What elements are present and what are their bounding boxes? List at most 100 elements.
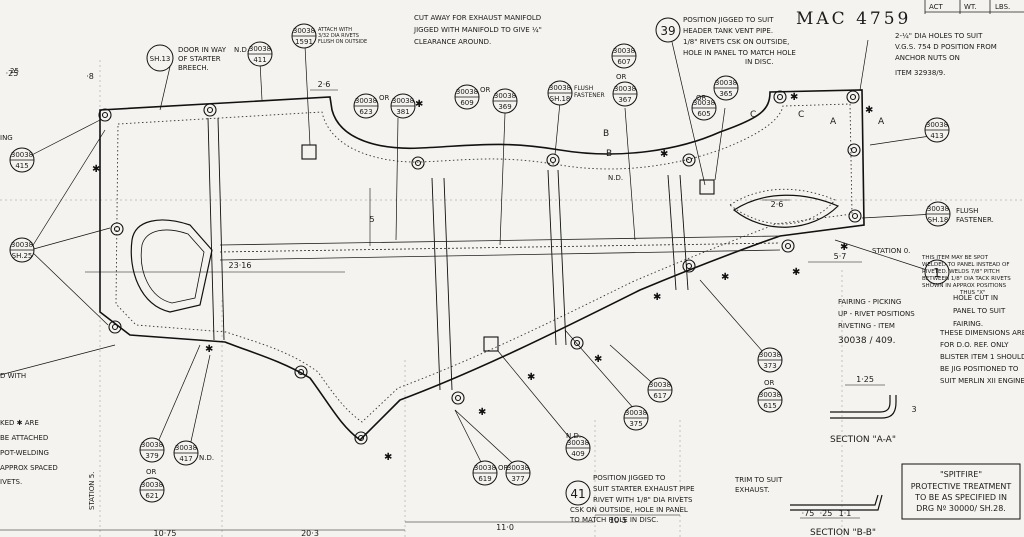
- svg-text:2-¼" DIA HOLES TO SUIT: 2-¼" DIA HOLES TO SUIT: [895, 32, 983, 40]
- svg-text:FLUSH: FLUSH: [574, 85, 593, 92]
- callout-369-bottom: 369: [498, 103, 511, 111]
- svg-text:ANCHOR NUTS ON: ANCHOR NUTS ON: [895, 54, 960, 62]
- callout-sh25-bottom: SH.25: [12, 252, 33, 260]
- note-attach: ATTACH WITH 3/32 DIA RIVETS FLUSH ON OUT…: [318, 27, 367, 45]
- callout-621-bottom: 621: [145, 492, 158, 500]
- or-label-4: OR: [616, 73, 627, 81]
- svg-text:✱: ✱: [594, 354, 602, 365]
- callout-375-bottom: 375: [629, 420, 642, 428]
- callout-381-bottom: 381: [396, 108, 409, 116]
- dim-26a: 2·6: [318, 80, 331, 89]
- svg-text:✱: ✱: [478, 407, 486, 418]
- callout-413-bottom: 413: [930, 132, 943, 140]
- dim-1075: 10·75: [154, 529, 177, 537]
- svg-text:FASTENER: FASTENER: [574, 92, 605, 99]
- svg-text:HOLE IN PANEL TO MATCH HOLE: HOLE IN PANEL TO MATCH HOLE: [683, 49, 796, 57]
- callout-411-top: 30038: [249, 45, 271, 53]
- nd-label-3: N.D.: [566, 432, 581, 440]
- svg-text:PANEL TO SUIT: PANEL TO SUIT: [953, 307, 1006, 315]
- svg-text:✱: ✱: [205, 344, 213, 355]
- callout-365-top: 30038: [715, 79, 737, 87]
- svg-text:✱: ✱: [790, 92, 798, 103]
- callout-1591-top: 30038: [293, 27, 315, 35]
- section-mark-c1: C: [750, 110, 756, 120]
- svg-text:KED ✱ ARE: KED ✱ ARE: [0, 419, 39, 427]
- or-label-1: OR: [696, 94, 707, 102]
- svg-text:HOLE CUT IN: HOLE CUT IN: [953, 294, 998, 302]
- svg-text:POT-WELDING: POT-WELDING: [0, 449, 49, 457]
- section-mark-b1: B: [603, 129, 609, 139]
- callout-dividers: [10, 35, 950, 491]
- svg-text:UP - RIVET POSITIONS: UP - RIVET POSITIONS: [838, 310, 915, 318]
- svg-text:SUIT MERLIN XII ENGINE: SUIT MERLIN XII ENGINE: [940, 377, 1024, 385]
- title-block-frame: [901, 463, 1021, 520]
- callout-379-bottom: 379: [145, 452, 158, 460]
- callout-607-bottom: 607: [617, 58, 630, 66]
- dimension-lines: [0, 89, 862, 531]
- callout-415-bottom: 415: [15, 162, 28, 170]
- callout-409-top: 30038: [567, 439, 589, 447]
- rev-col-act: ACT: [929, 3, 944, 11]
- svg-text:SHOWN IN APPROX POSITIONS: SHOWN IN APPROX POSITIONS: [922, 283, 1007, 289]
- svg-text:BETWEEN 1/8" DIA TACK RIVETS: BETWEEN 1/8" DIA TACK RIVETS: [922, 276, 1011, 282]
- svg-text:✱: ✱: [792, 267, 800, 278]
- title-block-name: "SPITFIRE": [940, 470, 982, 479]
- callout-615-bottom: 615: [763, 402, 776, 410]
- note-hole-cut: HOLE CUT IN PANEL TO SUIT FAIRING.: [953, 294, 1006, 328]
- note-dims: THESE DIMENSIONS ARE FOR D.O. REF. ONLY …: [939, 329, 1024, 385]
- callout-367-top: 30038: [614, 85, 636, 93]
- callout-sh25-top: 30038: [11, 241, 33, 249]
- svg-text:RIVET WITH 1/8" DIA RIVETS: RIVET WITH 1/8" DIA RIVETS: [593, 496, 693, 504]
- callout-623-top: 30038: [355, 97, 377, 105]
- svg-text:THUS "X": THUS "X": [959, 290, 986, 296]
- rivet-line: [115, 103, 853, 423]
- weld-marks: ✱✱✱ ✱✱✱ ✱✱✱ ✱✱✱ ✱✱: [92, 92, 873, 463]
- callout-379-top: 30038: [141, 441, 163, 449]
- title-block-line-1: PROTECTIVE TREATMENT: [911, 482, 1012, 491]
- section-mark-c2: C: [798, 110, 804, 120]
- callout-373-bottom: 373: [763, 362, 776, 370]
- callout-373-top: 30038: [759, 351, 781, 359]
- svg-text:TRIM TO SUIT: TRIM TO SUIT: [734, 476, 783, 484]
- callout-615-top: 30038: [759, 391, 781, 399]
- callout-sh18b-top: 30038: [927, 205, 949, 213]
- section-mark-a1: A: [830, 117, 837, 127]
- svg-text:FAIRING - PICKING: FAIRING - PICKING: [838, 298, 901, 306]
- fastener-holes: [98, 90, 862, 445]
- svg-text:BLISTER ITEM 1 SHOULD: BLISTER ITEM 1 SHOULD: [940, 353, 1024, 361]
- callout-417-bottom: 417: [179, 455, 192, 463]
- svg-text:FLUSH ON OUTSIDE: FLUSH ON OUTSIDE: [318, 39, 367, 45]
- leader-lines: [0, 39, 938, 471]
- callout-sh18a-top: 30038: [549, 84, 571, 92]
- callout-1591-bottom: 1591: [295, 38, 313, 46]
- dim-5: 5: [369, 215, 374, 224]
- callout-1: 1: [933, 266, 941, 280]
- section-aa-label: SECTION "A-A": [830, 435, 896, 445]
- drawing-number: MAC 4759: [796, 9, 911, 29]
- dim-57: 5·7: [834, 252, 847, 261]
- dim-25: ·25: [820, 509, 833, 518]
- rev-col-wt: WT.: [964, 3, 977, 11]
- svg-text:RIVETING - ITEM: RIVETING - ITEM: [838, 322, 895, 330]
- station-five-label: STATION 5.: [88, 472, 96, 510]
- svg-text:IN DISC.: IN DISC.: [745, 58, 774, 66]
- callout-621-top: 30038: [141, 481, 163, 489]
- svg-text:BREECH.: BREECH.: [178, 64, 209, 72]
- svg-text:SUIT STARTER EXHAUST PIPE: SUIT STARTER EXHAUST PIPE: [593, 485, 695, 493]
- svg-text:THIS ITEM MAY BE SPOT: THIS ITEM MAY BE SPOT: [921, 255, 989, 261]
- or-label-2: OR: [379, 94, 390, 102]
- svg-text:HEADER TANK VENT PIPE.: HEADER TANK VENT PIPE.: [683, 27, 773, 35]
- svg-text:✱: ✱: [721, 272, 729, 283]
- svg-text:✱: ✱: [840, 242, 848, 253]
- callout-39: 39: [660, 24, 675, 38]
- svg-text:TO MATCH HOLE IN DISC.: TO MATCH HOLE IN DISC.: [569, 516, 658, 524]
- svg-text:ITEM 32938/9.: ITEM 32938/9.: [895, 69, 945, 77]
- nd-label-1: N.D.: [234, 46, 249, 54]
- nd-label-4: N.D.: [199, 454, 214, 462]
- svg-text:✱: ✱: [527, 372, 535, 383]
- svg-text:BE JIG POSITIONED TO: BE JIG POSITIONED TO: [940, 365, 1019, 373]
- section-mark-a2: A: [878, 117, 885, 127]
- svg-text:BE ATTACHED: BE ATTACHED: [0, 434, 48, 442]
- svg-text:POSITION JIGGED TO: POSITION JIGGED TO: [593, 474, 666, 482]
